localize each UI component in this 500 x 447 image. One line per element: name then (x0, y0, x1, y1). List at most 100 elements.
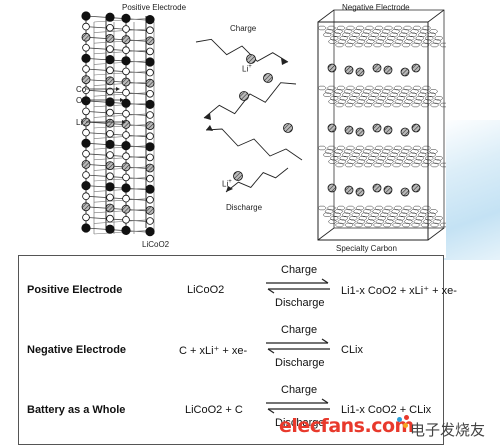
hexagon-cell (417, 32, 427, 37)
hexagon-cell (346, 39, 356, 44)
hexagon-cell (375, 39, 385, 44)
hexagon-cell (322, 32, 332, 37)
o-atom-icon (122, 25, 130, 33)
hexagon-cell (348, 96, 358, 101)
hexagon-cell (429, 42, 440, 48)
hexagon-cell (422, 219, 432, 224)
hexagon-cell (386, 36, 396, 41)
co-atom-icon (81, 96, 91, 106)
o-atom-icon (146, 217, 154, 225)
hexagon-cell (337, 99, 347, 104)
hexagon-cell (439, 42, 446, 48)
hexagon-cell (434, 156, 444, 161)
hexagon-cell (322, 92, 332, 97)
watermark-chinese-text: 电子发烧友 (410, 421, 486, 439)
hexagon-cell (353, 209, 363, 214)
hexagon-cell (394, 159, 404, 164)
o-atom-icon (122, 152, 130, 161)
li-atom-icon (121, 35, 131, 44)
hexagon-cell (389, 212, 399, 217)
hexagon-cell (391, 222, 402, 228)
hexagon-cell (341, 152, 351, 157)
hexagon-cell (434, 36, 444, 41)
li-caption: Li (76, 118, 83, 127)
li-atom-icon (105, 34, 115, 43)
hexagon-cell (364, 25, 375, 31)
hexagon-cell (324, 89, 334, 94)
li-atom-icon (121, 204, 131, 214)
reaction-row-whole: Battery as a Whole LiCoO2 + C Charge Dis… (19, 384, 443, 444)
hexagon-cell (374, 145, 384, 151)
hexagon-cell (410, 222, 421, 228)
carbon-block-back-frame (333, 9, 445, 229)
intercalated-li-atom-icon (372, 123, 382, 133)
hexagon-cell (408, 152, 418, 157)
hexagon-cell (412, 205, 422, 211)
hexagon-cell (365, 39, 375, 44)
label-pointer-arrow-icon (120, 98, 124, 102)
hexagon-cell (324, 209, 334, 214)
co-atom-icon (145, 57, 155, 67)
hexagon-cell (386, 216, 396, 221)
hexagon-cell (410, 149, 420, 154)
hexagon-cell (358, 36, 368, 41)
intercalated-li-atom-icon (400, 187, 410, 197)
hexagon-cell (344, 102, 354, 108)
li-atom-icon (121, 162, 131, 172)
hexagon-cell (413, 219, 423, 224)
li-atom-icon (81, 75, 91, 84)
hexagon-cell (391, 149, 401, 154)
hexagon-cell (372, 29, 382, 34)
hexagon-cell (412, 85, 422, 91)
reaction-row-positive: Positive Electrode LiCoO2 Charge Dischar… (19, 264, 457, 324)
licoo2-caption: LiCoO2 (142, 240, 170, 249)
hexagon-cell (334, 222, 345, 228)
co-atom-icon (145, 184, 155, 194)
o-atom-icon (82, 150, 90, 158)
li-atom-icon (81, 32, 91, 42)
hexagon-cell (432, 159, 442, 164)
hexagon-cell (339, 96, 349, 101)
hexagon-cell (322, 212, 332, 217)
hexagon-cell (351, 32, 361, 37)
hexagon-cell (372, 209, 382, 214)
hexagon-cell (367, 156, 377, 161)
hexagon-cell (429, 29, 439, 34)
o-atom-icon (82, 43, 90, 52)
intercalated-li-atom-icon (327, 183, 337, 193)
hexagon-cell (393, 85, 403, 91)
ion-path-zigzag (225, 167, 289, 193)
hexagon-cell (334, 42, 345, 48)
hexagon-cell (348, 216, 358, 221)
hexagon-cell (410, 89, 420, 94)
intercalated-li-atom-icon (372, 183, 382, 193)
hexagon-cell (429, 209, 439, 214)
hexagon-cell (382, 102, 392, 108)
hexagon-cell (432, 39, 442, 44)
hexagon-cell (346, 159, 356, 164)
co-atom-icon (145, 227, 155, 237)
co-atom-icon (121, 13, 131, 23)
hexagon-cell (420, 102, 430, 108)
li-ion-icon (233, 171, 243, 181)
label-pointer-arrow-icon (122, 120, 126, 124)
o-atom-icon (122, 110, 130, 118)
co-atom-icon (121, 56, 131, 66)
reaction-label: Negative Electrode (27, 344, 127, 356)
hexagon-cell (421, 145, 432, 151)
hexagon-cell (398, 212, 408, 217)
hexagon-cell (343, 149, 353, 154)
li-atom-icon (81, 159, 91, 169)
o-atom-icon (82, 22, 90, 31)
hexagon-cell (400, 29, 410, 34)
hexagon-cell (429, 222, 440, 228)
hexagon-cell (401, 42, 411, 48)
intercalated-li-atom-icon (344, 185, 354, 195)
charge-label: Charge (281, 384, 318, 396)
hexagon-cell (317, 145, 327, 151)
hexagon-cell (341, 32, 351, 37)
hexagon-cell (421, 25, 432, 31)
hexagon-cell (326, 145, 337, 151)
co-atom-icon (121, 98, 131, 108)
o-atom-icon (146, 68, 154, 77)
